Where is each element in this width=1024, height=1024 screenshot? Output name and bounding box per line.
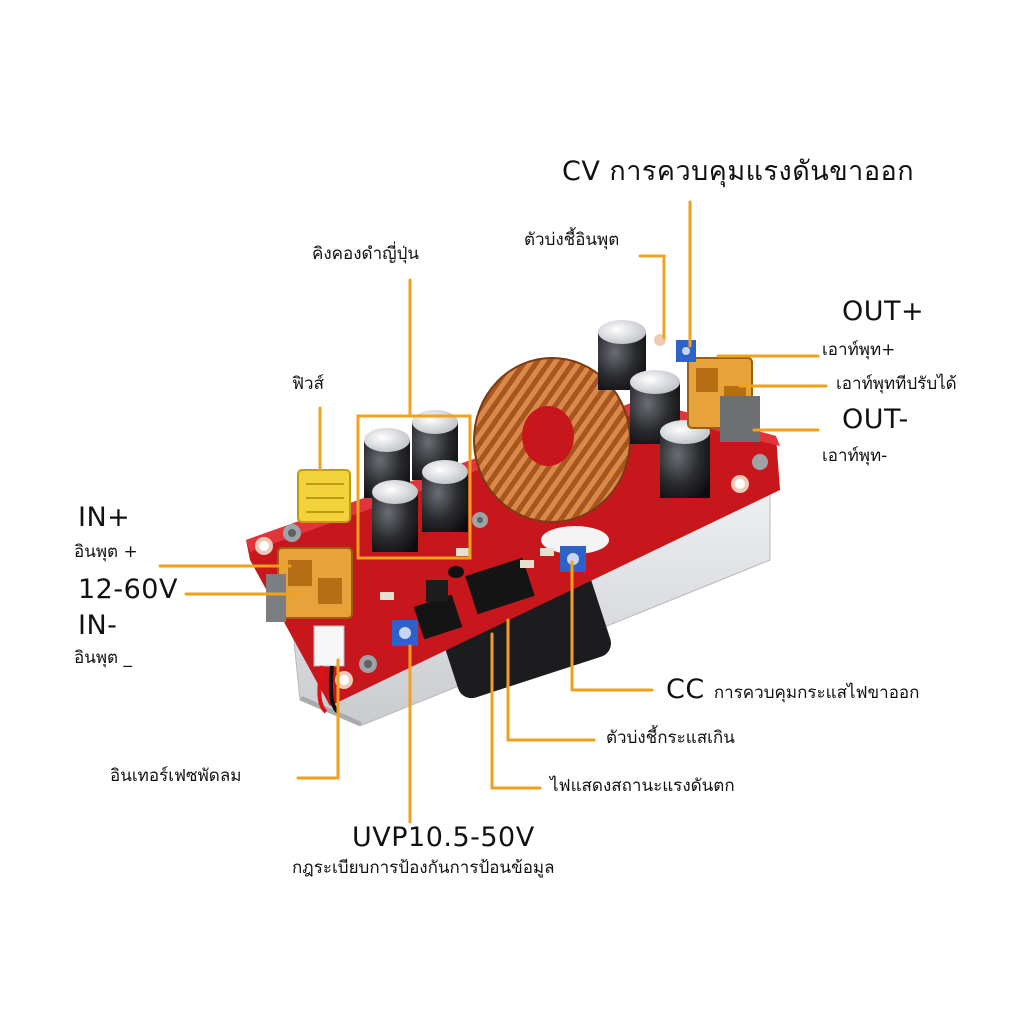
in-minus-thai-label: อินพุต _ [74, 648, 132, 668]
leader-lines [158, 200, 828, 824]
in-plus-label: IN+ [78, 502, 131, 533]
toroid-inductor [473, 357, 631, 554]
in-minus-label: IN- [78, 610, 118, 641]
output-capacitors [598, 320, 710, 498]
cv-potentiometer [676, 340, 696, 362]
cv-label: CV การควบคุมแรงดันขาออก [562, 156, 915, 187]
cc-text: การควบคุมกระแสไฟขาออก [713, 683, 920, 703]
leader-out-indicator [638, 254, 666, 340]
voltage-range-label: 12-60V [78, 574, 178, 605]
out-minus-label: OUT- [842, 404, 909, 435]
input-terminal [266, 547, 353, 622]
uvp-thai-label: กฎระเบียบการป้องกันการป้อนข้อมูล [292, 858, 555, 878]
overcurrent-indicator-label: ตัวบ่งชี้กระแสเกิน [606, 728, 735, 748]
undervoltage-indicator-label: ไฟแสดงสถานะแรงดันตก [550, 776, 735, 796]
leader-overcurrent [506, 618, 596, 742]
output-indicator-label: ตัวบ่งชี้อินพุต [524, 230, 620, 250]
output-terminal [687, 357, 760, 442]
leader-cc [570, 560, 654, 692]
capacitor-highlight-box [356, 414, 472, 560]
input-capacitors [364, 410, 468, 552]
out-plus-label: OUT+ [842, 296, 925, 327]
uvp-potentiometer [392, 620, 418, 646]
fan-interface-label: อินเทอร์เฟซพัดลม [110, 766, 242, 786]
pcb-board [246, 334, 780, 706]
out-plus-thai-label: เอาท์พุท+ [822, 340, 896, 360]
out-adjustable-label: เอาท์พุททีปรับได้ [836, 374, 957, 394]
fuse-label: ฟิวส์ [292, 374, 324, 394]
fuse [297, 469, 351, 523]
in-plus-thai-label: อินพุต + [74, 542, 138, 562]
leader-undervoltage [490, 632, 542, 790]
cc-label: CC การควบคุมกระแสไฟขาออก [666, 676, 919, 703]
japanese-capacitors-label: คิงคองดำญี่ปุ่น [312, 244, 420, 264]
out-minus-thai-label: เอาท์พุท- [822, 446, 888, 466]
control-circuitry [380, 548, 554, 640]
cc-prefix: CC [666, 674, 705, 705]
cc-potentiometer [560, 546, 586, 572]
leader-fan [296, 658, 340, 780]
uvp-label: UVP10.5-50V [352, 822, 535, 853]
